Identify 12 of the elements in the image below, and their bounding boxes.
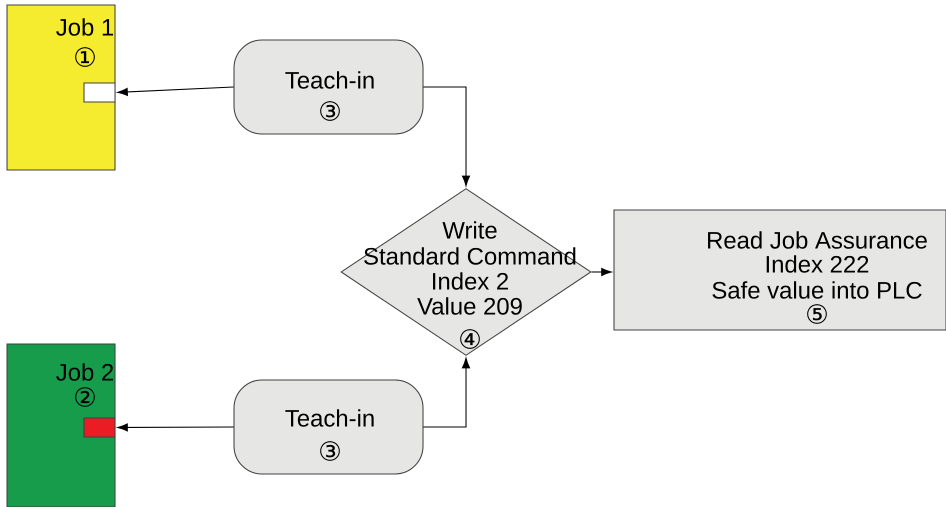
job-box: Job 2 ②	[6, 343, 116, 507]
arrow	[117, 86, 234, 96]
process-box: Teach-in ③	[233, 379, 424, 475]
arrow	[592, 268, 612, 276]
job-box: Job 1 ①	[6, 4, 116, 171]
process-box: Read Job Assurance Index 222 Safe value into PLC ⑤	[613, 209, 946, 331]
arrow	[424, 86, 470, 186]
arrow	[117, 423, 234, 432]
process-box: Teach-in ③	[233, 39, 424, 135]
arrow	[424, 358, 470, 428]
port-box	[83, 417, 116, 438]
port-box	[83, 82, 116, 103]
